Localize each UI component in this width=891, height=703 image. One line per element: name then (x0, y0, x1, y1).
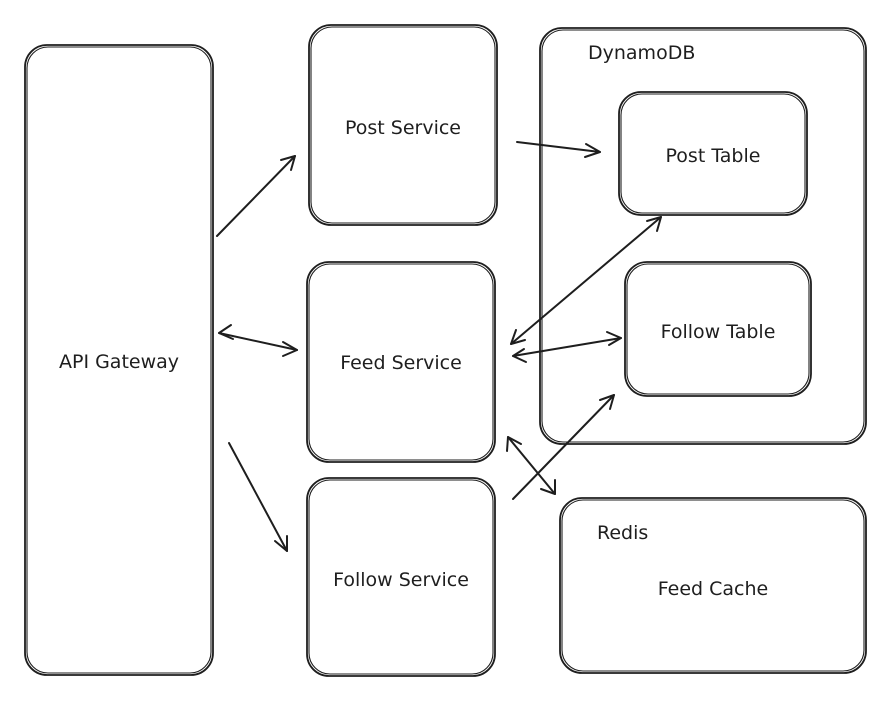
arrow-feed-service-post-table-line (510, 216, 662, 345)
arrow-post-service-to-post-table (516, 141, 601, 158)
arrow-gateway-to-follow-service-head (274, 535, 288, 552)
arrow-post-service-to-post-table-line (516, 141, 601, 153)
arrow-feed-service-post-table-head-start (510, 329, 526, 345)
arrow-follow-service-to-follow-table-head (599, 394, 615, 410)
follow-service-box (306, 477, 496, 677)
arrow-post-service-to-post-table-head (584, 143, 601, 158)
arrow-feed-service-follow-table (512, 331, 622, 363)
post-service-box-sketch-line (310, 26, 496, 224)
redis-label: Redis (597, 522, 648, 544)
post-service-box (308, 24, 498, 226)
redis-box (559, 497, 867, 674)
follow-service-node: Follow Service (306, 477, 496, 677)
arrow-follow-service-to-follow-table (512, 394, 615, 500)
arrow-feed-service-feed-cache (506, 436, 556, 495)
follow-table-box (624, 261, 812, 397)
feed-service-box (306, 261, 496, 463)
arrow-feed-service-follow-table-head-start (512, 348, 527, 363)
arrow-feed-service-feed-cache-line (507, 436, 556, 495)
post-service-node: Post Service (308, 24, 498, 226)
api-gateway-node: API Gateway (24, 44, 214, 676)
arrow-feed-service-follow-table-line (512, 337, 622, 357)
arrow-gateway-to-post-service-head (280, 155, 296, 171)
api-gateway-box (24, 44, 214, 676)
follow-table-label: Follow Table (661, 321, 776, 343)
follow-table-node: Follow Table (624, 261, 812, 397)
follow-service-label: Follow Service (333, 569, 469, 591)
post-table-label: Post Table (666, 145, 761, 167)
connectors (216, 141, 662, 552)
post-table-node: Post Table (618, 91, 808, 216)
post-service-label: Post Service (345, 117, 461, 139)
arrow-gateway-to-follow-service (228, 442, 288, 552)
follow-service-box-sketch-line (308, 479, 494, 675)
feed-cache-label: Feed Cache (658, 578, 768, 600)
arrow-feed-service-post-table (510, 216, 662, 345)
arrow-gateway-feed-service-head-start (218, 324, 234, 340)
arrow-feed-service-feed-cache-head-start (506, 436, 522, 452)
post-table-box-sketch-line (620, 93, 806, 214)
arrow-feed-service-follow-table-head-end (606, 331, 622, 346)
redis-container: Redis Feed Cache (559, 497, 867, 674)
feed-service-node: Feed Service (306, 261, 496, 463)
arrow-feed-service-feed-cache-head-end (540, 479, 556, 495)
arrow-gateway-feed-service (218, 324, 298, 357)
dynamodb-label: DynamoDB (588, 42, 695, 64)
arrow-feed-service-post-table-head-end (646, 216, 662, 232)
feed-service-label: Feed Service (340, 352, 462, 374)
arrow-gateway-to-post-service (216, 155, 296, 237)
api-gateway-box-sketch-line (26, 46, 212, 674)
arrow-gateway-to-post-service-line (216, 155, 296, 237)
api-gateway-label: API Gateway (59, 351, 179, 373)
redis-box-sketch-line (561, 499, 865, 672)
arrow-gateway-feed-service-line (218, 332, 298, 351)
dynamodb-box-sketch-line (541, 29, 865, 443)
arrow-gateway-feed-service-head-end (282, 341, 298, 357)
follow-table-box-sketch-line (626, 263, 810, 395)
feed-service-box-sketch-line (308, 263, 494, 461)
arrow-gateway-to-follow-service-line (228, 442, 288, 552)
post-table-box (618, 91, 808, 216)
arrow-follow-service-to-follow-table-line (512, 394, 615, 500)
